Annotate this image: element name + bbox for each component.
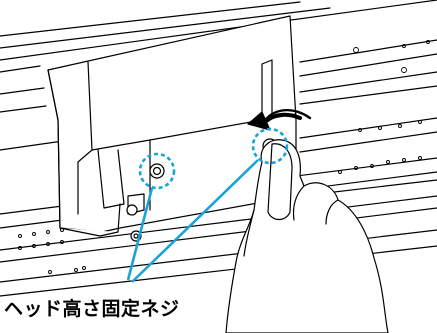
platen-holes: [18, 40, 430, 274]
screw-highlights: [126, 127, 289, 283]
lower-screws: [126, 204, 142, 242]
callout-line-left: [126, 187, 154, 281]
rail-lines: [0, 0, 437, 153]
rotation-arrow-icon: [247, 109, 312, 131]
callout-line-right: [131, 159, 259, 283]
fixing-screw-left: [149, 163, 165, 179]
highlight-circle-left: [138, 152, 176, 190]
screw-label: ヘッド高さ固定ネジ: [4, 298, 180, 320]
head-carriage: [47, 15, 297, 237]
highlight-circle-right: [251, 127, 289, 165]
